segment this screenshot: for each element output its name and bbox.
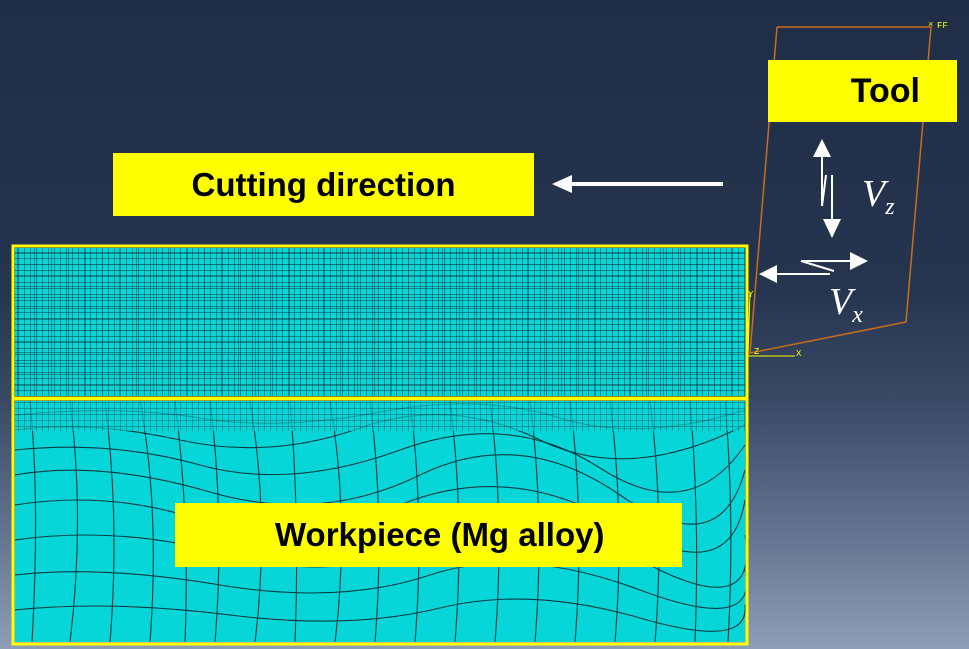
vz-symbol: V: [862, 173, 886, 215]
vx-subscript: x: [852, 302, 863, 328]
vz-subscript: z: [885, 194, 895, 220]
triad-x-label: X: [796, 349, 802, 359]
tool-label-text: Tool: [850, 71, 920, 110]
coordinate-triad: [747, 291, 795, 357]
vz-label: Vz: [862, 172, 895, 221]
workpiece-fine-mesh: [11, 244, 749, 400]
tool-label: Tool: [768, 60, 957, 122]
triad-y-label: Y: [748, 290, 754, 300]
cutting-direction-arrow: [552, 175, 723, 193]
tool-outline: [749, 26, 932, 354]
workpiece-label-text: Workpiece (Mg alloy): [275, 516, 605, 553]
vx-arrow-icon: [759, 252, 868, 283]
triad-z-label: Z: [754, 347, 760, 357]
cutting-direction-text: Cutting direction: [191, 165, 456, 203]
workpiece-label: Workpiece (Mg alloy): [175, 503, 682, 567]
ff-cross-icon: ×: [928, 20, 934, 30]
cutting-direction-label: Cutting direction: [113, 153, 534, 216]
ff-marker: FF: [937, 21, 948, 31]
vx-symbol: V: [829, 281, 853, 323]
vz-arrow-icon: [813, 139, 841, 238]
vx-label: Vx: [829, 280, 863, 329]
